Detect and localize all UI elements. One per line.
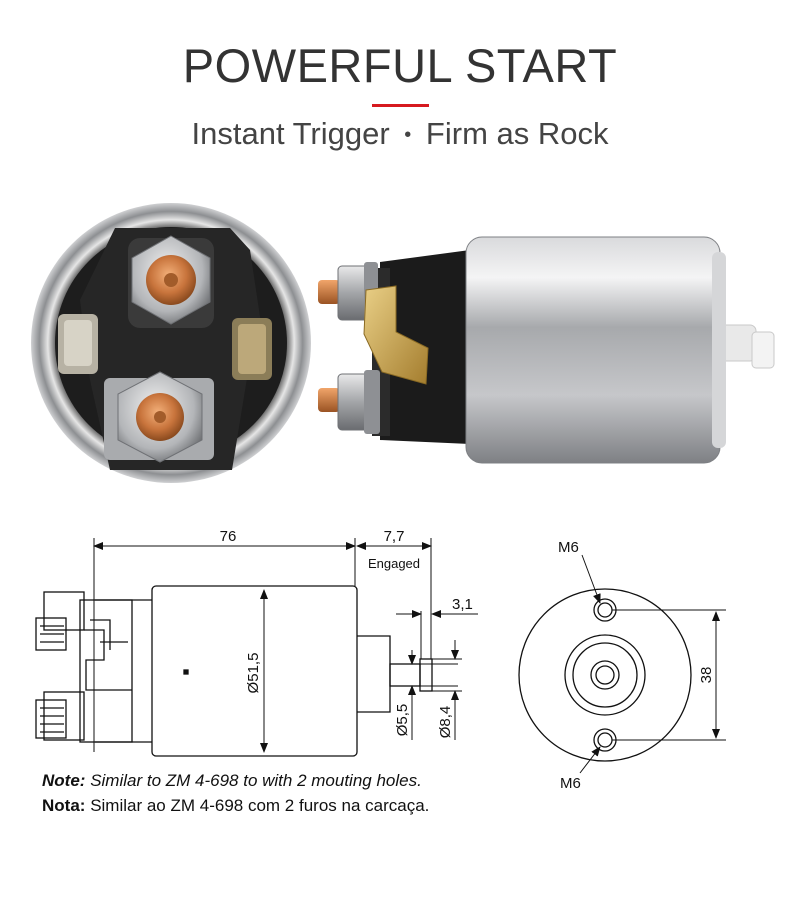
- top-stud: [128, 235, 214, 328]
- dim-body-diameter: Ø51,5: [245, 653, 262, 694]
- dim-thread-bottom: M6: [560, 775, 581, 792]
- side-view-photo: [318, 236, 775, 464]
- side-terminal-right: [232, 318, 272, 380]
- accent-rule: [372, 104, 429, 107]
- note-english-text: Similar to ZM 4-698 to with 2 mouting ho…: [90, 771, 422, 790]
- dimension-drawing-end: [518, 588, 692, 762]
- dim-shaft-diameter: Ø5,5: [394, 704, 411, 737]
- dim-engaged-label: Engaged: [368, 556, 420, 571]
- subtitle-right: Firm as Rock: [425, 116, 609, 151]
- note-portuguese-text: Similar ao ZM 4-698 com 2 furos na carca…: [90, 796, 430, 815]
- side-terminal-left: [58, 314, 98, 374]
- dim-stroke: 7,7: [384, 528, 405, 545]
- dimension-drawing-side: [35, 585, 433, 757]
- notes-block: Note: Similar to ZM 4-698 to with 2 mout…: [42, 768, 429, 818]
- note-english-label: Note:: [42, 771, 86, 790]
- dim-hole-spacing: 38: [698, 667, 715, 684]
- dim-tip-diameter: Ø8,4: [437, 706, 454, 739]
- page-subtitle: Instant Trigger • Firm as Rock: [0, 116, 800, 152]
- subtitle-separator: •: [404, 124, 412, 147]
- dimension-lines-end: [579, 554, 726, 774]
- note-portuguese-label: Nota:: [42, 796, 86, 815]
- subtitle-left: Instant Trigger: [191, 116, 390, 151]
- note-english: Note: Similar to ZM 4-698 to with 2 mout…: [42, 768, 429, 793]
- dimension-lines-side: [93, 538, 478, 753]
- dim-length: 76: [220, 528, 237, 545]
- bottom-stud: [104, 371, 214, 463]
- dim-thread-top: M6: [558, 539, 579, 556]
- dim-plunger-tip: 3,1: [452, 596, 473, 613]
- front-view-photo: [31, 203, 311, 483]
- page-title: POWERFUL START: [182, 39, 618, 92]
- note-portuguese: Nota: Similar ao ZM 4-698 com 2 furos na…: [42, 793, 429, 818]
